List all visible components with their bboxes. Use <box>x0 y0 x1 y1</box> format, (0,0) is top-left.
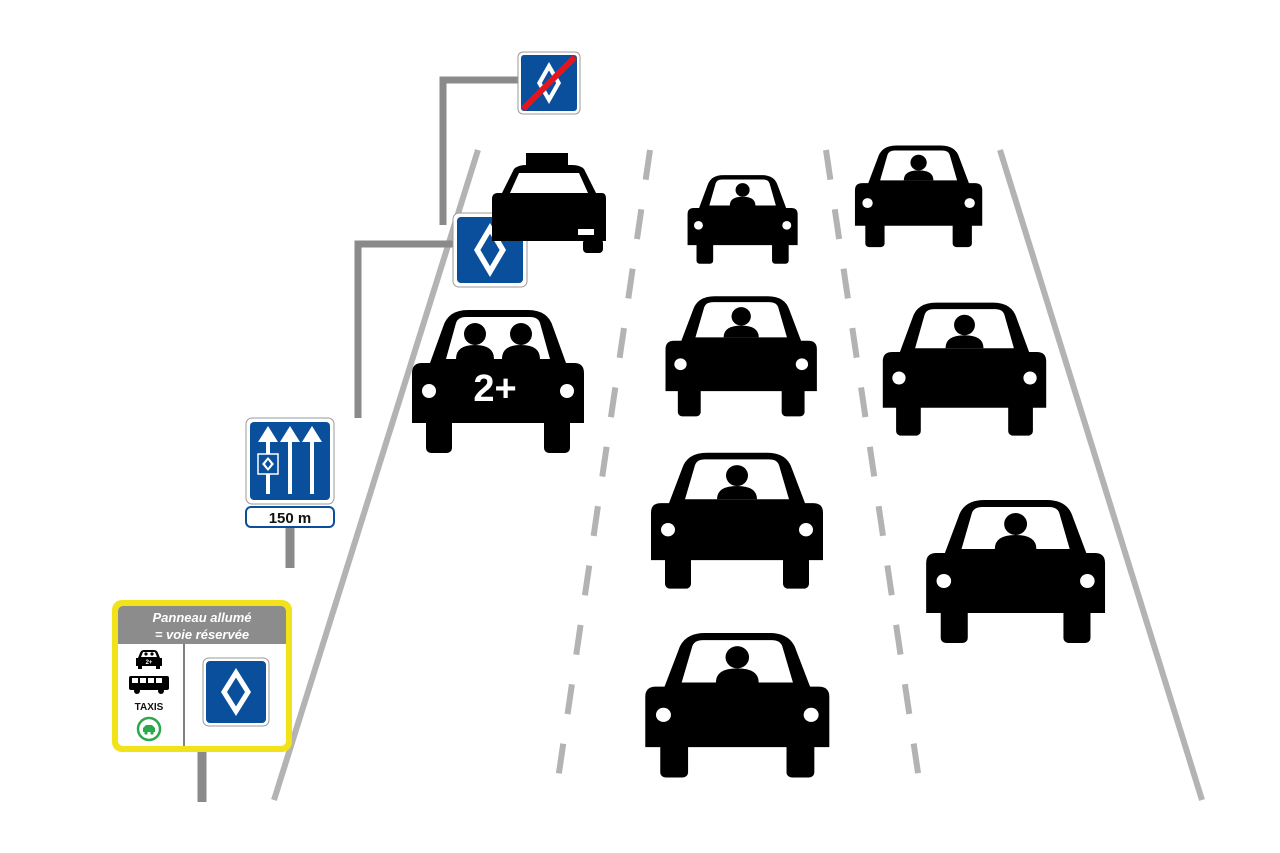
car <box>687 175 798 264</box>
taxi-label: TAXIS <box>135 702 164 713</box>
end-reserved-lane-sign <box>517 51 581 115</box>
carpool-car: 2+ <box>412 310 584 453</box>
panel-reserved-lane-sign <box>202 657 270 727</box>
lane-divider-right <box>823 149 925 801</box>
carpool-mini-badge: 2+ <box>146 660 153 666</box>
up-arrow-icon <box>258 426 322 494</box>
road-left-edge <box>271 149 481 801</box>
dynamic-lane-panel: Panneau allumé = voie réservée 2+ TAXIS <box>112 600 292 752</box>
taxi <box>492 153 606 253</box>
panel-title-line2: = voie réservée <box>155 627 249 642</box>
distance-label: 150 m <box>269 510 312 527</box>
road-right-edge <box>997 149 1205 801</box>
panel-title-line1: Panneau allumé <box>153 610 252 625</box>
lane-divider-left <box>552 149 653 801</box>
lane-sign-pole <box>354 240 455 418</box>
car <box>665 296 817 417</box>
road <box>271 149 1205 801</box>
sign-poles <box>197 76 520 802</box>
right-lane-traffic <box>854 145 1106 643</box>
distance-plate <box>245 506 335 528</box>
middle-lane-traffic <box>645 175 830 778</box>
car <box>854 145 983 248</box>
carpool-badge: 2+ <box>473 368 516 410</box>
mini-diamond-icon <box>257 453 279 475</box>
bus-icon <box>129 676 169 694</box>
electric-car-icon <box>136 716 162 742</box>
end-sign-pole <box>439 76 520 225</box>
advance-lane-sign: 150 m <box>245 417 335 528</box>
car <box>882 302 1047 436</box>
car <box>645 633 830 778</box>
car <box>926 500 1106 643</box>
car <box>651 452 823 589</box>
carpool-car-icon: 2+ <box>136 650 162 669</box>
crossed-diamond-icon <box>520 54 578 112</box>
